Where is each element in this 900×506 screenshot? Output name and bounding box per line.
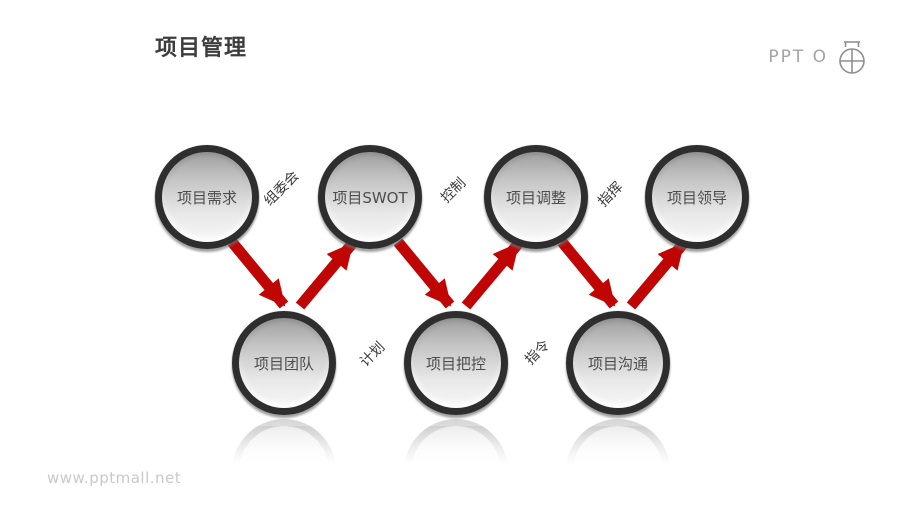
node-project-swot: 项目SWOT xyxy=(318,145,422,249)
arrow-team-to-swot xyxy=(295,240,357,310)
node-project-requirements: 项目需求 xyxy=(155,145,259,249)
arrow-control-to-adjust xyxy=(461,240,523,310)
stopwatch-compass-icon xyxy=(839,41,865,74)
node-label: 项目沟通 xyxy=(587,354,648,373)
node-project-team: 项目团队 xyxy=(232,311,336,415)
arrow-swot-to-control xyxy=(393,238,455,309)
edge-label-organizing-committee: 组委会 xyxy=(261,168,303,210)
page-title: 项目管理 xyxy=(155,36,248,61)
edge-label-instruction: 指令 xyxy=(522,337,554,369)
arrow-adjust-to-comm xyxy=(557,238,619,309)
reflection-project-communication xyxy=(562,419,674,469)
node-label: 项目SWOT xyxy=(332,188,408,207)
arrow-requirements-to-team xyxy=(227,238,289,309)
reflection-fade xyxy=(228,419,340,469)
node-label: 项目把控 xyxy=(425,354,486,373)
reflection-fade xyxy=(562,419,674,469)
node-project-adjustment: 项目调整 xyxy=(484,145,588,249)
edge-label-command: 指挥 xyxy=(595,179,627,211)
node-project-communication: 项目沟通 xyxy=(566,311,670,415)
edge-label-control: 控制 xyxy=(438,175,470,207)
node-label: 项目领导 xyxy=(666,188,727,207)
watermark-url: www.pptmall.net xyxy=(47,469,182,487)
node-label: 项目调整 xyxy=(505,188,566,207)
brand-logo: PPT O xyxy=(768,36,872,78)
reflection-project-team xyxy=(228,419,340,469)
node-label: 项目需求 xyxy=(176,188,237,207)
reflection-fade xyxy=(400,419,512,469)
edge-label-plan: 计划 xyxy=(357,339,389,371)
node-label: 项目团队 xyxy=(253,354,314,373)
node-project-control: 项目把控 xyxy=(404,311,508,415)
reflection-project-control xyxy=(400,419,512,469)
node-project-leadership: 项目领导 xyxy=(645,145,749,249)
brand-logo-text: PPT O xyxy=(768,46,828,67)
arrow-comm-to-leader xyxy=(626,240,688,310)
